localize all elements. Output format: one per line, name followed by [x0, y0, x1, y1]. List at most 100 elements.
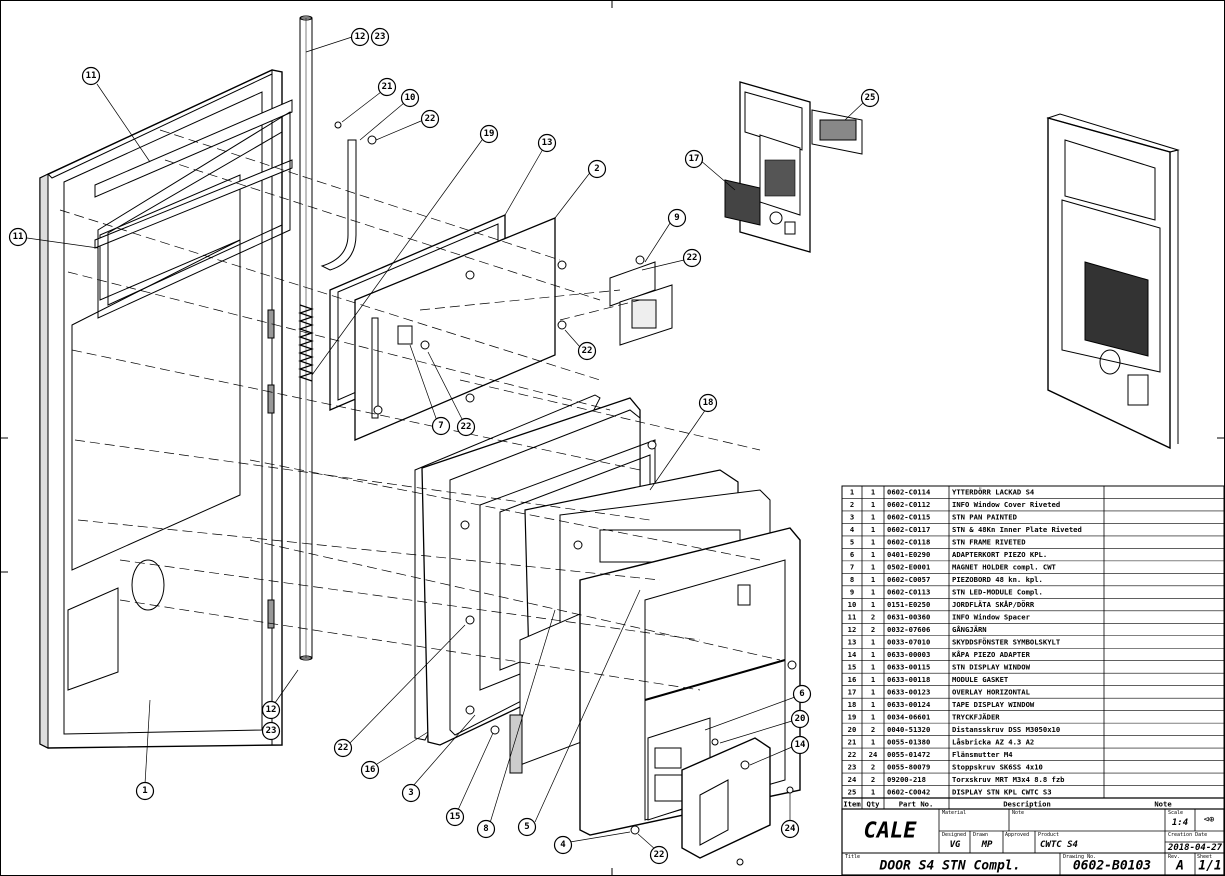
bom-part-number: 0502-E0001	[887, 563, 930, 572]
callout-22-f: 22	[649, 845, 669, 865]
callout-5: 5	[517, 817, 537, 837]
bom-description: Låsbricka AZ 4.3 A2	[952, 737, 1034, 746]
bom-part-number: 0033-07010	[887, 638, 930, 647]
bom-item-number: 3	[850, 513, 854, 522]
sheet-label: Sheet	[1197, 854, 1212, 860]
bom-description: ADAPTERKORT PIEZO KPL.	[952, 550, 1047, 559]
note-label: Note	[1012, 810, 1024, 816]
svg-text:12: 12	[266, 705, 277, 715]
bom-description: STN PAN PAINTED	[952, 513, 1017, 522]
bom-item-number: 10	[848, 600, 857, 609]
callout-25: 25	[860, 88, 880, 108]
info-window-plate-part	[354, 217, 556, 441]
svg-text:25: 25	[865, 93, 876, 103]
bom-qty: 2	[871, 762, 875, 771]
bom-qty: 1	[871, 500, 875, 509]
callout-12-bottom: 12	[261, 700, 281, 720]
svg-text:8: 8	[483, 824, 488, 834]
led-module-part	[609, 261, 673, 346]
drawing-no-label: Drawing No.	[1063, 854, 1096, 860]
approved-label: Approved	[1005, 832, 1029, 838]
company-logo: CALE	[864, 819, 918, 844]
outer-door-part	[39, 69, 283, 749]
sheet-value: 1/1	[1198, 859, 1221, 874]
bom-item-number: 4	[850, 525, 854, 534]
bom-qty: 1	[871, 600, 875, 609]
bom-description: DISPLAY STN KPL CWTC S3	[952, 787, 1052, 796]
title-block	[841, 808, 1225, 876]
bom-qty: 1	[871, 575, 875, 584]
svg-text:15: 15	[450, 812, 461, 822]
callout-20: 20	[790, 709, 810, 729]
svg-text:23: 23	[375, 32, 386, 42]
ground-strap-part	[320, 139, 357, 271]
bom-qty: 2	[871, 775, 875, 784]
bom-description: INFO Window Cover Riveted	[952, 500, 1060, 509]
bom-part-number: 0633-00115	[887, 662, 930, 671]
bom-part-number: 0633-00123	[887, 687, 930, 696]
bom-item-number: 17	[848, 687, 857, 696]
material-label: Material	[942, 810, 966, 816]
product-value: CWTC S4	[1040, 840, 1078, 850]
callout-3: 3	[401, 783, 421, 803]
info-window-spacer-part	[94, 99, 293, 319]
bom-qty: 2	[871, 725, 875, 734]
bom-qty: 1	[871, 687, 875, 696]
drawing-title: DOOR S4 STN Compl.	[879, 859, 1021, 874]
bom-header-part-no: Part No.	[899, 800, 934, 809]
svg-text:6: 6	[799, 689, 804, 699]
bom-item-number: 24	[848, 775, 857, 784]
callout-19: 19	[479, 124, 499, 144]
callout-11-left: 11	[8, 227, 28, 247]
bom-item-number: 11	[848, 613, 857, 622]
bom-header-description: Description	[1003, 800, 1051, 809]
callout-22-d: 22	[456, 417, 476, 437]
bom-part-number: 0055-80079	[887, 762, 930, 771]
bom-item-number: 9	[850, 588, 854, 597]
bom-item-number: 15	[848, 662, 857, 671]
callout-4: 4	[553, 835, 573, 855]
callout-15: 15	[445, 807, 465, 827]
bom-item-number: 21	[848, 737, 857, 746]
svg-text:14: 14	[795, 740, 806, 750]
svg-text:23: 23	[266, 726, 277, 736]
bom-item-number: 23	[848, 762, 857, 771]
bom-item-number: 14	[848, 650, 857, 659]
bom-qty: 1	[871, 488, 875, 497]
bom-part-number: 0633-00003	[887, 650, 930, 659]
bom-qty: 1	[871, 700, 875, 709]
svg-text:9: 9	[674, 213, 679, 223]
callout-18: 18	[698, 393, 718, 413]
creation-date-label: Creation Date	[1168, 832, 1207, 838]
bom-description: SKYDDSFÖNSTER SYMBOLSKYLT	[952, 638, 1061, 647]
bom-description: STN FRAME RIVETED	[952, 538, 1026, 547]
svg-text:22: 22	[654, 850, 665, 860]
bom-part-number: 0055-01380	[887, 737, 930, 746]
callout-1: 1	[135, 781, 155, 801]
bom-part-number: 0633-00118	[887, 675, 930, 684]
svg-text:19: 19	[484, 129, 495, 139]
bom-description: Flänsmutter M4	[952, 750, 1013, 759]
bom-description: MODULE GASKET	[952, 675, 1009, 684]
drawing-number: 0602-B0103	[1073, 859, 1151, 874]
bom-description: TAPE DISPLAY WINDOW	[952, 700, 1035, 709]
bom-part-number: 0034-06601	[887, 712, 930, 721]
bom-qty: 1	[871, 662, 875, 671]
bom-item-number: 16	[848, 675, 857, 684]
bom-description: OVERLAY HORIZONTAL	[952, 687, 1031, 696]
svg-text:18: 18	[703, 398, 714, 408]
bom-header-item: Item	[843, 800, 861, 809]
